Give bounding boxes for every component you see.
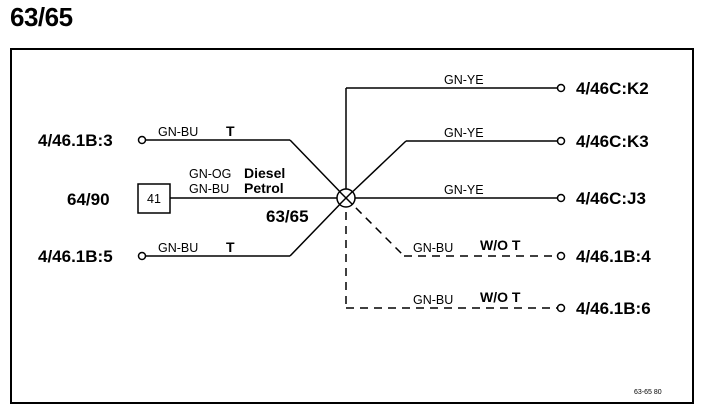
footer-code: 63-65 80 xyxy=(634,389,662,396)
splice-label: 63/65 xyxy=(266,207,309,226)
wire-label-k2: GN-YE xyxy=(444,73,484,87)
wire-left-bottom xyxy=(137,197,347,261)
wire-label-left-top: GN-BU xyxy=(158,125,198,139)
wire-right-b6 xyxy=(345,198,557,309)
terminal-b6: 4/46.1B:6 xyxy=(576,299,651,318)
terminal-dot-b4 xyxy=(556,251,566,261)
option-diesel-wire: GN-OG xyxy=(189,167,231,181)
terminal-b4: 4/46.1B:4 xyxy=(576,247,651,266)
wire-left-top xyxy=(137,135,347,199)
terminal-k2: 4/46C:K2 xyxy=(576,79,649,98)
component-pin-box xyxy=(137,183,171,214)
wire-label-k3: GN-YE xyxy=(444,126,484,140)
wire-right-b4 xyxy=(345,197,557,257)
terminal-dot-b6 xyxy=(556,303,566,313)
tag-left-bottom: T xyxy=(226,239,235,255)
option-petrol-tag: Petrol xyxy=(244,180,284,196)
wire-right-k3 xyxy=(345,136,566,199)
terminal-left-bottom: 4/46.1B:5 xyxy=(38,247,113,266)
wire-label-b4: GN-BU xyxy=(413,241,453,255)
wire-right-k2 xyxy=(345,83,566,198)
terminal-left-top: 4/46.1B:3 xyxy=(38,131,113,150)
terminal-j3: 4/46C:J3 xyxy=(576,189,646,208)
wire-label-left-bottom: GN-BU xyxy=(158,241,198,255)
option-diesel-tag: Diesel xyxy=(244,165,285,181)
wire-right-j3 xyxy=(346,193,566,203)
wire-label-j3: GN-YE xyxy=(444,183,484,197)
option-petrol-wire: GN-BU xyxy=(189,182,229,196)
component-pin: 41 xyxy=(147,192,161,206)
terminal-k3: 4/46C:K3 xyxy=(576,132,649,151)
page-title: 63/65 xyxy=(10,2,73,32)
tag-b6: W/O T xyxy=(480,289,521,305)
tag-left-top: T xyxy=(226,123,235,139)
component-name: 64/90 xyxy=(67,190,110,209)
splice-icon xyxy=(336,188,356,208)
diagram-frame xyxy=(10,48,694,404)
tag-b4: W/O T xyxy=(480,237,521,253)
wire-label-b6: GN-BU xyxy=(413,293,453,307)
